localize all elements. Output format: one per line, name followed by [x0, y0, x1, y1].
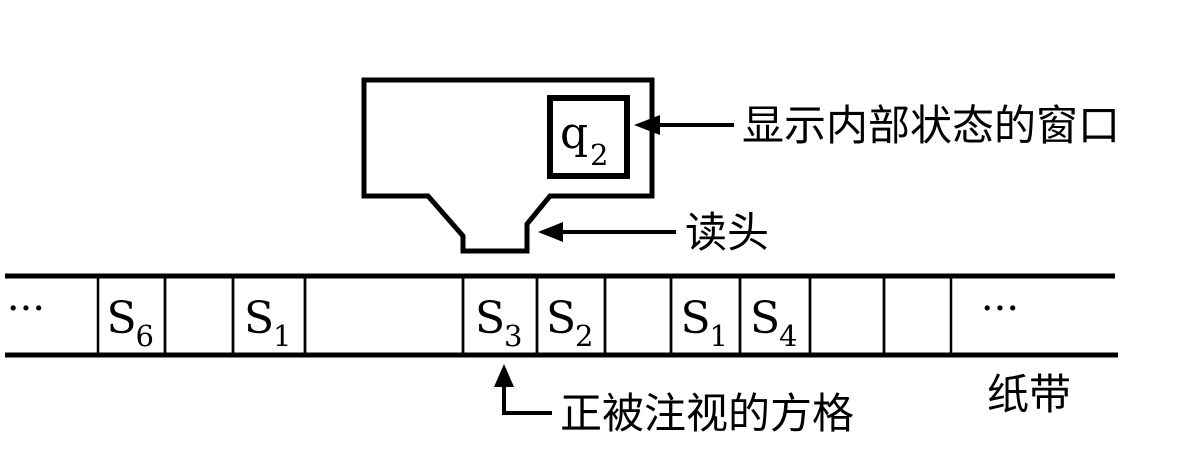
state-window	[547, 95, 630, 179]
tape-cell-symbol: S	[107, 293, 137, 344]
tape-cell-subscript: 4	[779, 319, 797, 353]
tape-cell	[603, 274, 673, 357]
read-head-pointer-arrowhead	[538, 222, 563, 242]
scanned-cell-pointer-arrowhead	[494, 364, 514, 387]
read-head-body	[361, 77, 655, 254]
window-pointer-arrowhead	[634, 115, 660, 135]
tape-right-ellipsis: ···	[981, 286, 1019, 332]
tape-cell-subscript: 6	[136, 319, 154, 353]
window-label: 显示内部状态的窗口	[742, 101, 1120, 150]
tape-cell	[882, 274, 953, 357]
tape-label: 纸带	[987, 370, 1071, 419]
read-head-label: 读头	[685, 208, 769, 257]
tape-cell	[808, 274, 886, 357]
state-window-symbol: q	[560, 108, 588, 159]
tape-cell-subscript: 2	[575, 319, 593, 353]
tape-cell	[303, 274, 465, 357]
scanned-cell-pointer-line	[502, 385, 552, 415]
tape-cell-symbol: S	[681, 293, 711, 344]
tape-cell-symbol: S	[546, 293, 576, 344]
tape-cell-subscript: 1	[273, 319, 291, 353]
tape-left-ellipsis: ···	[7, 286, 45, 332]
scanned-cell-label: 正被注视的方格	[560, 389, 854, 438]
tape-cell-symbol: S	[475, 293, 505, 344]
tape-cell-symbol: S	[244, 293, 274, 344]
state-window-subscript: 2	[590, 138, 608, 172]
tape-cell	[163, 274, 235, 357]
tape-cell-subscript: 3	[504, 319, 522, 353]
tape-cell-subscript: 1	[710, 319, 728, 353]
tape-cell-symbol: S	[750, 293, 780, 344]
